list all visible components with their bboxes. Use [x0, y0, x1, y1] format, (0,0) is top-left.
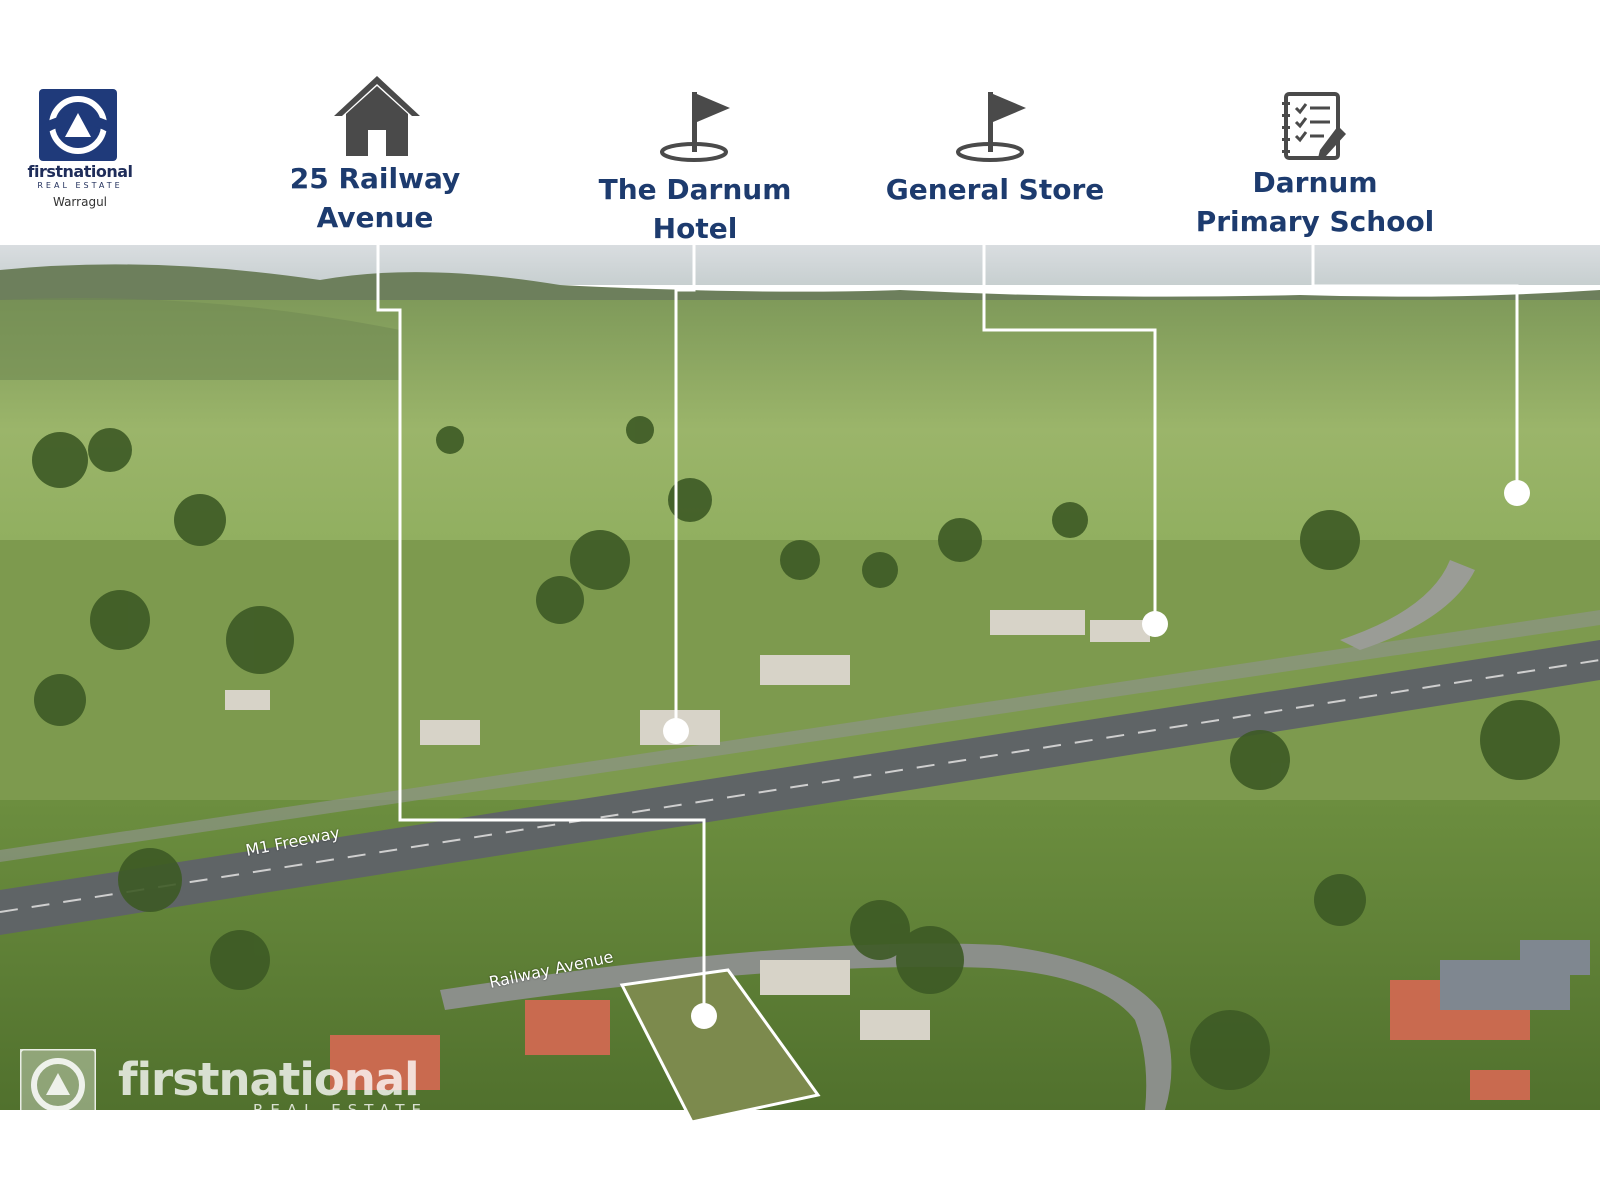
- checklist-icon: [1282, 92, 1346, 160]
- golf-flag-icon: [660, 92, 730, 162]
- brand-name: firstnational: [27, 162, 134, 181]
- watermark-name: firstnational: [118, 1053, 420, 1106]
- firstnational-logo-icon: [39, 89, 117, 161]
- brand-block: firstnational REAL ESTATE Warragul: [22, 163, 138, 211]
- golf-flag-icon: [956, 92, 1026, 162]
- poi-label-primary-school: Darnum Primary School: [1195, 166, 1435, 238]
- poi-label-general-store: General Store: [885, 173, 1105, 206]
- watermark-sub: REAL ESTATE: [253, 1101, 429, 1119]
- brand-sub: REAL ESTATE: [37, 181, 123, 190]
- brand-office: Warragul: [52, 195, 108, 209]
- poi-label-property: 25 Railway Avenue: [289, 162, 461, 234]
- watermark-logo-icon: [20, 1049, 96, 1121]
- house-icon: [334, 76, 420, 156]
- poi-label-hotel: The Darnum Hotel: [598, 173, 792, 245]
